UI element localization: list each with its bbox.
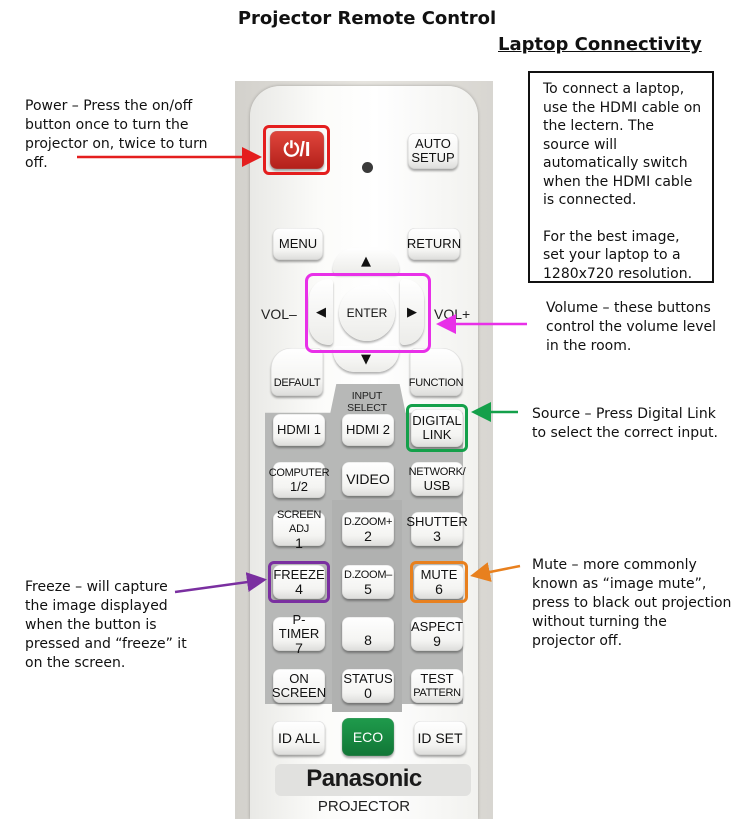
- arrow-up-button[interactable]: ▲: [333, 248, 399, 274]
- test-pattern-label-2: PATTERN: [413, 687, 461, 699]
- network-label-1: NETWORK/: [408, 466, 466, 478]
- freeze-arrow: [174, 572, 267, 594]
- on-screen-label-1: ON: [289, 671, 309, 686]
- callout-power: Power – Press the on/off button once to …: [25, 98, 208, 171]
- dzoom-plus-button[interactable]: D.ZOOM+ 2: [342, 512, 394, 546]
- digital-link-label-1: DIGITAL: [412, 413, 462, 428]
- eco-button[interactable]: ECO: [342, 718, 394, 756]
- callout-source: Source – Press Digital Link to select th…: [532, 406, 718, 441]
- dzoom-plus-label: D.ZOOM+: [343, 516, 393, 528]
- computer-button[interactable]: COMPUTER 1/2: [269, 462, 330, 498]
- status-label: STATUS: [343, 671, 393, 686]
- function-label: FUNCTION: [408, 377, 464, 389]
- mute-arrow: [470, 562, 521, 582]
- video-button[interactable]: VIDEO: [342, 462, 394, 496]
- dzoom-minus-number: 5: [364, 581, 372, 597]
- p-timer-label: P-TIMER: [278, 612, 320, 641]
- digital-link-button[interactable]: DIGITAL LINK: [411, 409, 463, 447]
- hdmi1-button[interactable]: HDMI 1: [273, 414, 325, 446]
- mute-number: 6: [435, 581, 443, 597]
- auto-setup-button[interactable]: AUTO SETUP: [408, 133, 458, 169]
- hdmi2-button[interactable]: HDMI 2: [342, 414, 394, 446]
- p-timer-number: 7: [295, 640, 303, 656]
- button-8[interactable]: 8: [342, 617, 394, 651]
- mute-highlight: [410, 561, 468, 603]
- status-number: 0: [364, 685, 372, 701]
- dzoom-minus-button[interactable]: D.ZOOM– 5: [342, 565, 394, 599]
- vol-minus-label: VOL–: [261, 306, 297, 322]
- id-all-button[interactable]: ID ALL: [273, 721, 325, 755]
- id-set-button[interactable]: ID SET: [414, 721, 466, 755]
- auto-setup-label-1: AUTO: [415, 136, 451, 151]
- info-paragraph-resolution: For the best image, set your laptop to a…: [543, 228, 693, 282]
- aspect-number: 9: [433, 633, 441, 649]
- mute-button[interactable]: MUTE 6: [414, 565, 464, 599]
- network-label-2: USB: [423, 478, 451, 493]
- digital-link-label-2: LINK: [422, 427, 452, 442]
- dzoom-plus-number: 2: [364, 528, 372, 544]
- power-highlight: [263, 125, 330, 175]
- test-pattern-button[interactable]: TEST PATTERN: [411, 669, 463, 703]
- screen-adj-label: SCREEN ADJ: [276, 509, 322, 535]
- menu-button[interactable]: MENU: [273, 228, 323, 260]
- freeze-highlight: [268, 561, 330, 603]
- return-button[interactable]: RETURN: [407, 228, 461, 260]
- callout-volume: Volume – these buttons control the volum…: [546, 300, 717, 354]
- enter-button[interactable]: ENTER: [339, 285, 395, 341]
- default-label: DEFAULT: [273, 377, 321, 389]
- aspect-label: ASPECT: [411, 619, 464, 634]
- callout-mute: Mute – more commonly known as “image mut…: [532, 557, 732, 649]
- shutter-label: SHUTTER: [406, 514, 468, 529]
- p-timer-button[interactable]: P-TIMER 7: [273, 613, 325, 655]
- page-subtitle: Laptop Connectivity: [498, 34, 702, 55]
- shutter-button[interactable]: SHUTTER 3: [406, 512, 468, 546]
- computer-label-2: 1/2: [289, 479, 309, 494]
- volume-highlight: [305, 273, 431, 353]
- network-usb-button[interactable]: NETWORK/ USB: [408, 462, 466, 496]
- on-screen-label-2: SCREEN: [271, 685, 327, 700]
- aspect-button[interactable]: ASPECT 9: [411, 617, 463, 651]
- brand-subtitle: PROJECTOR: [317, 798, 411, 815]
- default-button[interactable]: DEFAULT: [271, 348, 323, 396]
- freeze-label: FREEZE: [273, 567, 325, 582]
- indicator-led: [362, 162, 373, 173]
- shutter-number: 3: [433, 528, 441, 544]
- source-highlight: [406, 404, 468, 452]
- screen-adj-button[interactable]: SCREEN ADJ 1: [273, 509, 325, 550]
- button-8-number: 8: [364, 632, 372, 648]
- arrow-left-button[interactable]: ◀: [309, 279, 333, 345]
- freeze-number: 4: [295, 581, 303, 597]
- info-paragraph-laptop: To connect a laptop, use the HDMI cable …: [543, 81, 702, 208]
- mute-label: MUTE: [420, 567, 458, 582]
- callout-freeze: Freeze – will capture the image displaye…: [25, 579, 187, 671]
- status-button[interactable]: STATUS 0: [342, 669, 394, 703]
- info-box: To connect a laptop, use the HDMI cable …: [528, 71, 714, 283]
- page-title: Projector Remote Control: [237, 8, 497, 29]
- test-pattern-label-1: TEST: [420, 671, 454, 686]
- power-button[interactable]: ⏻/I: [270, 131, 324, 169]
- dzoom-minus-label: D.ZOOM–: [343, 569, 392, 581]
- auto-setup-label-2: SETUP: [411, 150, 455, 165]
- input-select-label: INPUT SELECT: [347, 390, 387, 414]
- on-screen-button[interactable]: ON SCREEN: [271, 669, 327, 703]
- arrow-right-button[interactable]: ▶: [400, 279, 424, 345]
- screen-adj-number: 1: [295, 535, 303, 551]
- freeze-button[interactable]: FREEZE 4: [273, 565, 325, 599]
- computer-label-1: COMPUTER: [268, 467, 330, 479]
- brand-logo: Panasonic: [306, 765, 422, 792]
- brand-band: [275, 764, 471, 796]
- function-button[interactable]: FUNCTION: [408, 348, 464, 396]
